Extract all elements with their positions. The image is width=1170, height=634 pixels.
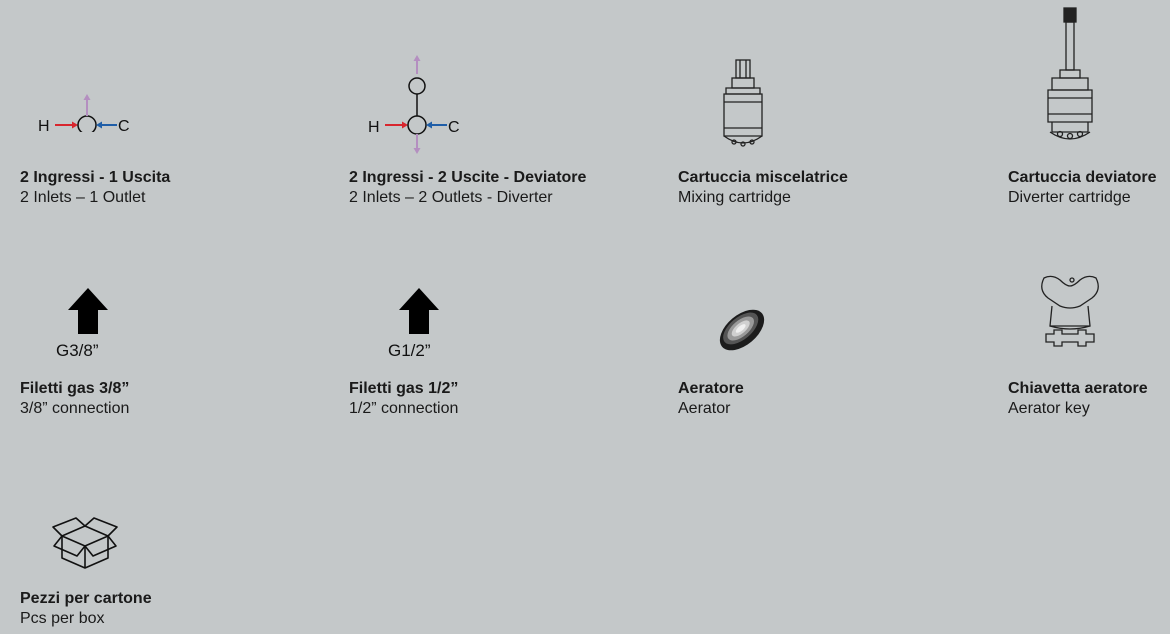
diverter-cartridge-icon [1040,6,1100,161]
label-en: 2 Inlets – 1 Outlet [20,189,146,206]
thread-size-label: G3/8” [56,341,99,360]
label-en: Mixing cartridge [678,189,791,206]
feature-label-thread-1-2: Filetti gas 1/2” 1/2” connection [349,379,458,419]
flow-2in-2out-diverter-icon: H C [368,55,468,160]
label-en: 1/2” connection [349,400,459,417]
mixing-cartridge-icon [718,58,768,159]
label-it: Chiavetta aeratore [1008,380,1148,397]
cold-label: C [118,118,130,132]
feature-label-aerator: Aeratore Aerator [678,379,744,419]
label-it: Filetti gas 3/8” [20,380,130,397]
feature-label-aerator-key: Chiavetta aeratore Aerator key [1008,379,1148,419]
label-it: Cartuccia miscelatrice [678,169,848,186]
label-en: Aerator key [1008,400,1090,417]
label-en: 2 Inlets – 2 Outlets - Diverter [349,189,553,206]
aerator-key-icon [1030,272,1110,357]
thread-arrow-icon: G1/2” [387,288,467,365]
flow-2in-1out-icon: H C [38,92,138,137]
thread-size-label: G1/2” [388,341,431,360]
feature-label-diverter-cartridge: Cartuccia deviatore Diverter cartridge [1008,168,1157,208]
label-it: 2 Ingressi - 1 Uscita [20,169,171,186]
label-it: Cartuccia deviatore [1008,169,1157,186]
label-it: Pezzi per cartone [20,590,152,607]
thread-arrow-icon: G3/8” [56,288,136,365]
label-it: Filetti gas 1/2” [349,380,459,397]
box-icon [50,516,120,575]
feature-label-2in-1out: 2 Ingressi - 1 Uscita 2 Inlets – 1 Outle… [20,168,170,208]
feature-label-pcs-per-box: Pezzi per cartone Pcs per box [20,589,152,629]
cold-label: C [448,119,460,136]
hot-label: H [368,119,380,136]
label-it: 2 Ingressi - 2 Uscite - Deviatore [349,169,587,186]
label-en: Aerator [678,400,731,417]
feature-label-thread-3-8: Filetti gas 3/8” 3/8” connection [20,379,129,419]
feature-label-2in-2out: 2 Ingressi - 2 Uscite - Deviatore 2 Inle… [349,168,586,208]
label-it: Aeratore [678,380,744,397]
label-en: Pcs per box [20,610,105,627]
aerator-icon [712,300,772,365]
label-en: 3/8” connection [20,400,130,417]
hot-label: H [38,118,50,132]
feature-label-mixing-cartridge: Cartuccia miscelatrice Mixing cartridge [678,168,848,208]
label-en: Diverter cartridge [1008,189,1131,206]
